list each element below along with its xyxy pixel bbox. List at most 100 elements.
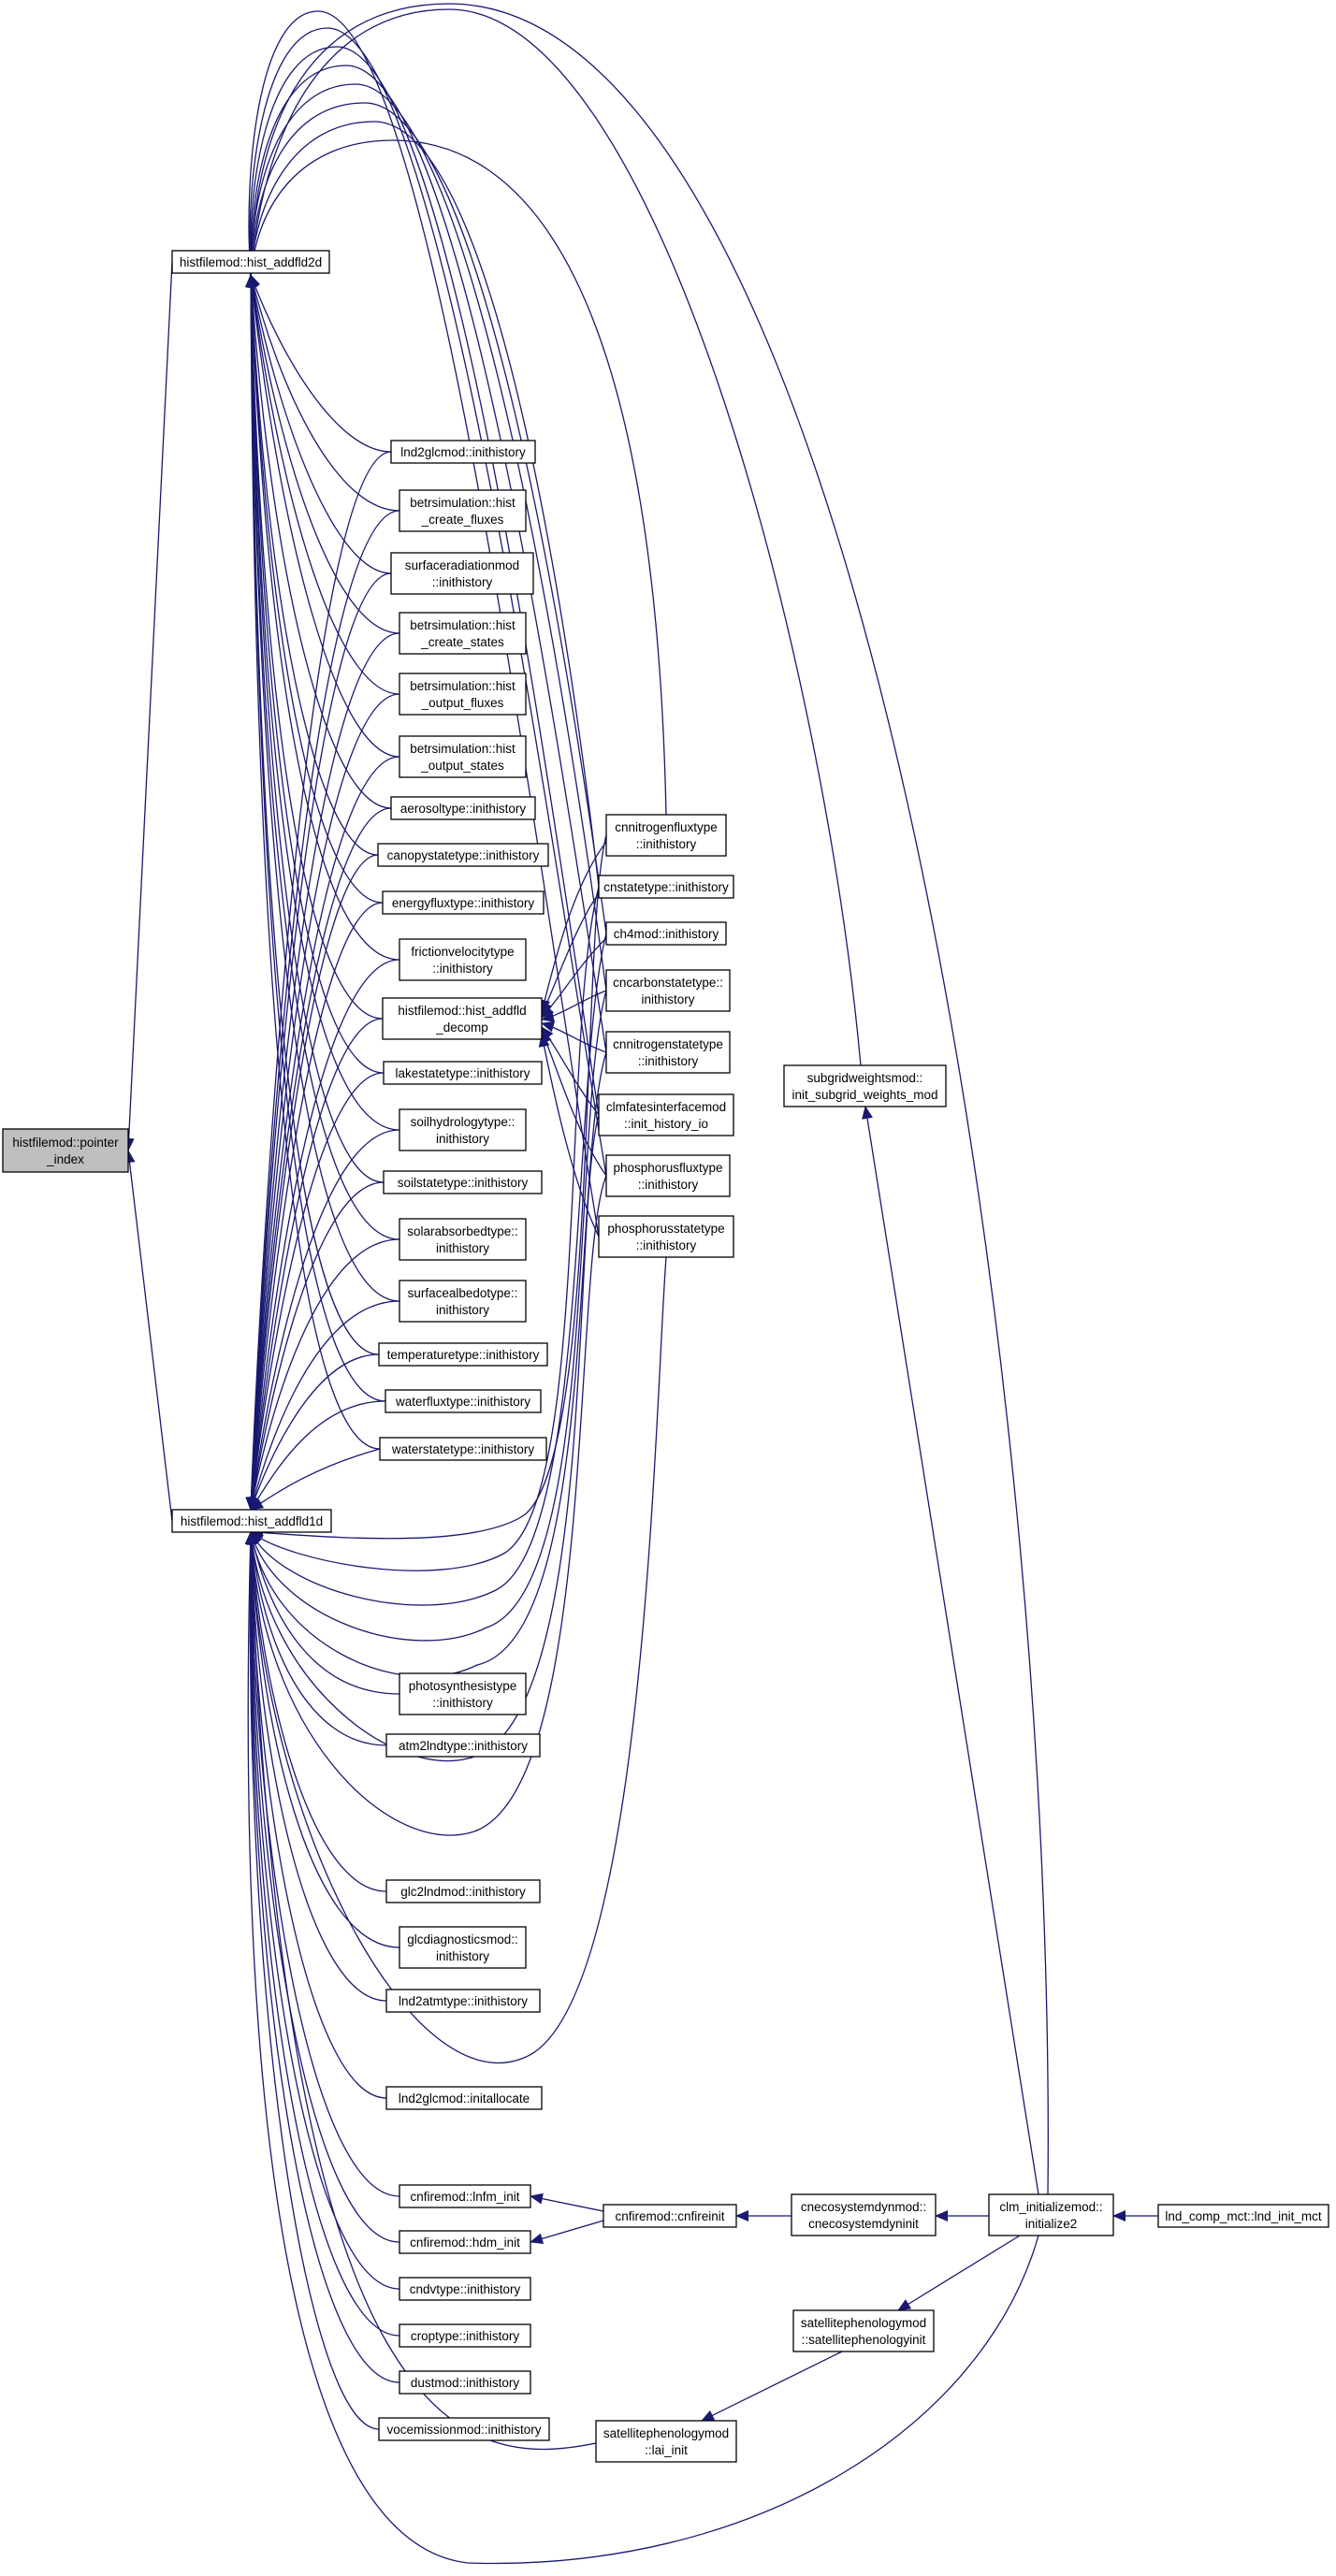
node-surfrad[interactable]: surfaceradiationmod::inithistory bbox=[390, 552, 534, 595]
node-lnd2glc_initalloc[interactable]: lnd2glcmod::initallocate bbox=[385, 2086, 543, 2110]
node-atm2lnd[interactable]: atm2lndtype::inithistory bbox=[385, 1733, 541, 1758]
node-cnnitrogenflux[interactable]: cnnitrogenfluxtype::inithistory bbox=[605, 814, 727, 857]
node-phosstate[interactable]: phosphorusstatetype::inithistory bbox=[598, 1215, 734, 1258]
node-surfalbedo[interactable]: surfacealbedotype::inithistory bbox=[399, 1280, 527, 1323]
edge-soilstate-to-hist_addfld2d bbox=[245, 274, 385, 1183]
node-label: croptype::inithistory bbox=[411, 2329, 520, 2343]
node-cndv[interactable]: cndvtype::inithistory bbox=[399, 2277, 531, 2301]
node-betr_output_fluxes[interactable]: betrsimulation::hist_output_fluxes bbox=[399, 673, 527, 716]
node-label: initialize2 bbox=[1025, 2217, 1078, 2231]
node-label: _output_fluxes bbox=[421, 696, 504, 710]
node-label: clm_initializemod:: bbox=[999, 2200, 1102, 2214]
node-soilhydro[interactable]: soilhydrologytype::inithistory bbox=[399, 1108, 527, 1151]
node-hdm_init[interactable]: cnfiremod::hdm_init bbox=[399, 2230, 531, 2254]
edge-glcdiag-to-hist_addfld1d bbox=[245, 1531, 400, 1948]
node-label: betrsimulation::hist bbox=[410, 742, 516, 756]
node-label: waterstatetype::inithistory bbox=[391, 1442, 535, 1456]
node-waterstate[interactable]: waterstatetype::inithistory bbox=[379, 1437, 547, 1461]
node-cnnitrogenstate[interactable]: cnnitrogenstatetype::inithistory bbox=[605, 1031, 731, 1074]
node-photosyn[interactable]: photosynthesistype::inithistory bbox=[399, 1672, 527, 1715]
node-cnstate[interactable]: cnstatetype::inithistory bbox=[598, 875, 734, 899]
node-frictionvel[interactable]: frictionvelocitytype::inithistory bbox=[399, 938, 527, 981]
node-label: ::inithistory bbox=[636, 1238, 697, 1252]
node-phosflux[interactable]: phosphorusfluxtype::inithistory bbox=[605, 1154, 731, 1197]
node-lnd2atm[interactable]: lnd2atmtype::inithistory bbox=[385, 1989, 541, 2013]
node-box bbox=[383, 1061, 543, 1085]
node-label: vocemissionmod::inithistory bbox=[386, 2423, 541, 2437]
node-hist_addfld_decomp[interactable]: histfilemod::hist_addfld_decomp bbox=[382, 997, 543, 1040]
edge-cnnitrogenflux-to-hist_addfld2d bbox=[246, 139, 667, 816]
node-lnd_init_mct[interactable]: lnd_comp_mct::lnd_init_mct bbox=[1157, 2204, 1329, 2228]
edge-lnfm_init-to-hist_addfld1d bbox=[245, 1531, 400, 2197]
node-solarabs[interactable]: solarabsorbedtype::inithistory bbox=[399, 1218, 527, 1261]
edge-surfalbedo-to-hist_addfld1d bbox=[248, 1300, 400, 1511]
edge-initialize2-to-hist_addfld2d bbox=[245, 3, 1049, 2195]
edge-phosflux-to-hist_addfld2d bbox=[244, 27, 607, 1177]
node-ch4[interactable]: ch4mod::inithistory bbox=[605, 921, 727, 946]
node-betr_output_states[interactable]: betrsimulation::hist_output_states bbox=[399, 735, 527, 778]
node-hist_addfld2d[interactable]: histfilemod::hist_addfld2d bbox=[171, 250, 330, 274]
node-box bbox=[791, 2193, 937, 2236]
node-clmfates[interactable]: clmfatesinterfacemod::init_history_io bbox=[598, 1093, 734, 1136]
node-temperature[interactable]: temperaturetype::inithistory bbox=[378, 1342, 548, 1367]
node-layer: histfilemod::pointer_indexhistfilemod::h… bbox=[2, 250, 1329, 2463]
node-waterflux[interactable]: waterfluxtype::inithistory bbox=[385, 1389, 542, 1413]
node-label: energyfluxtype::inithistory bbox=[392, 896, 535, 910]
node-label: solarabsorbedtype:: bbox=[407, 1224, 518, 1238]
edge-lnd2glc_inithistory-to-hist_addfld2d bbox=[249, 274, 392, 453]
node-satpheno_init[interactable]: satellitephenologymod::satellitephenolog… bbox=[792, 2309, 935, 2352]
node-betr_create_states[interactable]: betrsimulation::hist_create_states bbox=[399, 612, 527, 655]
node-canopy[interactable]: canopystatetype::inithistory bbox=[377, 843, 549, 867]
node-initialize2[interactable]: clm_initializemod::initialize2 bbox=[988, 2193, 1114, 2236]
node-label: dustmod::inithistory bbox=[411, 2376, 520, 2390]
node-voc[interactable]: vocemissionmod::inithistory bbox=[378, 2417, 550, 2441]
edge-waterstate-to-hist_addfld2d bbox=[245, 274, 381, 1450]
node-label: inithistory bbox=[641, 992, 694, 1006]
node-lnfm_init[interactable]: cnfiremod::lnfm_init bbox=[399, 2184, 531, 2208]
node-lai_init[interactable]: satellitephenologymod::lai_init bbox=[595, 2420, 737, 2463]
node-energyflux[interactable]: energyfluxtype::inithistory bbox=[382, 890, 545, 915]
edge-dust-to-hist_addfld1d bbox=[244, 1531, 400, 2383]
node-label: lnd_comp_mct::lnd_init_mct bbox=[1165, 2209, 1322, 2223]
node-label: cncarbonstatetype:: bbox=[613, 976, 723, 990]
edge-crop-to-hist_addfld1d bbox=[244, 1531, 400, 2337]
node-label: ::inithistory bbox=[432, 962, 493, 976]
node-aerosol[interactable]: aerosoltype::inithistory bbox=[390, 796, 536, 820]
edge-waterflux-to-hist_addfld1d bbox=[250, 1400, 386, 1511]
node-glc2lnd[interactable]: glc2lndmod::inithistory bbox=[385, 1879, 541, 1903]
node-box bbox=[379, 1437, 547, 1461]
node-cncarbonstate[interactable]: cncarbonstatetype::inithistory bbox=[605, 969, 731, 1012]
edge-initialize2-to-satpheno_init bbox=[897, 2235, 1021, 2311]
node-label: frictionvelocitytype bbox=[411, 945, 514, 959]
node-box bbox=[390, 796, 536, 820]
edge-cnnitrogenflux-to-hist_addfld1d bbox=[250, 834, 607, 1540]
node-box bbox=[399, 1280, 527, 1323]
node-box bbox=[1157, 2204, 1329, 2228]
node-lakestate[interactable]: lakestatetype::inithistory bbox=[383, 1061, 543, 1085]
edge-betr_output_fluxes-to-hist_addfld1d bbox=[245, 693, 400, 1511]
node-glcdiag[interactable]: glcdiagnosticsmod::inithistory bbox=[399, 1926, 527, 1969]
node-box bbox=[605, 1031, 731, 1074]
edge-betr_output_states-to-hist_addfld2d bbox=[246, 274, 400, 758]
node-dust[interactable]: dustmod::inithistory bbox=[399, 2370, 531, 2395]
node-box bbox=[595, 2420, 737, 2463]
node-box bbox=[385, 1879, 541, 1903]
node-box bbox=[399, 1108, 527, 1151]
node-box bbox=[399, 2230, 531, 2254]
node-box bbox=[399, 612, 527, 655]
node-cnecodyninit[interactable]: cnecosystemdynmod::cnecosystemdyninit bbox=[791, 2193, 937, 2236]
edge-initialize2-to-hist_addfld1d bbox=[244, 1531, 1039, 2565]
node-box bbox=[382, 890, 545, 915]
node-lnd2glc_inithistory[interactable]: lnd2glcmod::inithistory bbox=[390, 440, 536, 464]
edge-lai_init-to-hist_addfld1d bbox=[245, 1531, 597, 2451]
node-box bbox=[390, 440, 536, 464]
node-subgrid[interactable]: subgridweightsmod::init_subgrid_weights_… bbox=[783, 1064, 947, 1107]
node-cnfireinit[interactable]: cnfiremod::cnfireinit bbox=[603, 2204, 737, 2228]
node-pointer_index[interactable]: histfilemod::pointer_index bbox=[2, 1128, 129, 1173]
node-soilstate[interactable]: soilstatetype::inithistory bbox=[383, 1170, 543, 1194]
node-label: _index bbox=[46, 1152, 84, 1166]
node-hist_addfld1d[interactable]: histfilemod::hist_addfld1d bbox=[171, 1509, 332, 1533]
node-crop[interactable]: croptype::inithistory bbox=[399, 2323, 531, 2348]
node-box bbox=[383, 1170, 543, 1194]
node-betr_create_fluxes[interactable]: betrsimulation::hist_create_fluxes bbox=[399, 489, 527, 532]
